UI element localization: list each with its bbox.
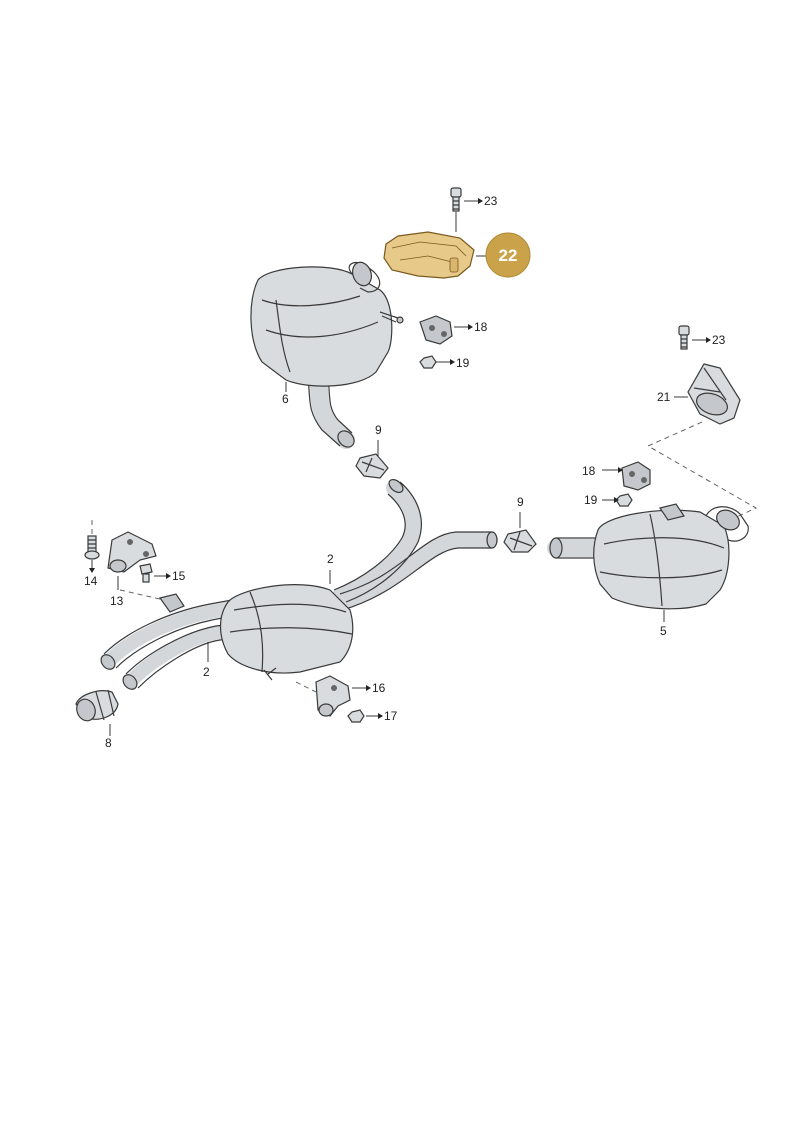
callout-label: 13: [110, 594, 124, 608]
nut-19-upper: 19: [419, 355, 470, 370]
clamp-8: 8: [75, 689, 119, 750]
callout-label: 16: [372, 681, 386, 695]
callout-label: 2: [327, 552, 334, 566]
clamp-9-right: 9: [503, 495, 537, 553]
callout-label: 23: [484, 194, 498, 208]
bracket-13: 13: [107, 531, 157, 608]
assembly-guide-line: [647, 421, 757, 521]
callout-label: 6: [282, 392, 289, 406]
nut-17: 17: [347, 709, 398, 723]
callout-label: 18: [582, 464, 596, 478]
callout-label: 23: [712, 333, 726, 347]
callout-label: 9: [375, 423, 382, 437]
hanger-rubber-front: [158, 593, 185, 613]
bracket-18-right: 18: [582, 461, 651, 491]
callout-label: 15: [172, 569, 186, 583]
bolt-23-top: 23: [450, 187, 498, 232]
callout-label: 18: [474, 320, 488, 334]
bracket-18-upper: 18: [419, 315, 488, 345]
clamp-9-upper: 9: [355, 423, 389, 479]
mount-guide-line: [119, 589, 165, 601]
bracket-16: 16: [315, 675, 386, 717]
callout-label: 14: [84, 574, 98, 588]
callout-label: 8: [105, 736, 112, 750]
part-22-label: 22: [499, 246, 518, 265]
callout-label: 21: [657, 390, 671, 404]
callout-label: 17: [384, 709, 398, 723]
callout-label: 9: [517, 495, 524, 509]
tailpipe-trim-part-22[interactable]: [383, 231, 475, 279]
callout-label: 19: [584, 493, 598, 507]
bolt-23-right: 23: [678, 325, 726, 350]
bolt-15: 15: [139, 563, 186, 583]
part-22-badge[interactable]: 22: [476, 232, 531, 278]
callout-label: 5: [660, 624, 667, 638]
rear-right-muffler: 5: [547, 503, 749, 638]
rear-left-muffler: [250, 261, 404, 449]
bolt-14: 14: [84, 520, 100, 588]
callout-label: 2: [203, 665, 210, 679]
callout-label: 19: [456, 356, 470, 370]
tailpipe-trim-21: 21: [657, 363, 741, 425]
nut-19-right: 19: [584, 493, 633, 507]
mount-guide-line-rear: [295, 681, 317, 693]
center-pipe-assembly: 2: [100, 478, 498, 690]
